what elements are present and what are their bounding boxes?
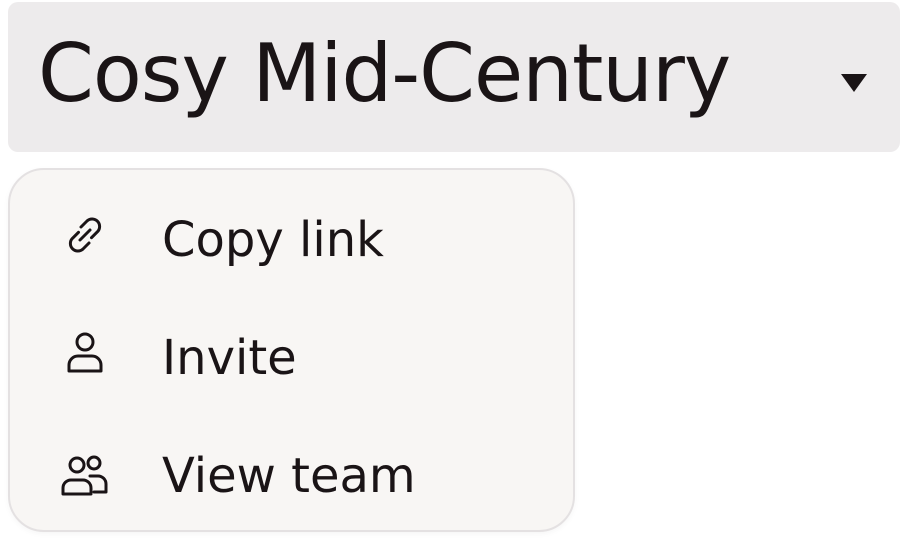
caret-down-icon bbox=[839, 72, 869, 94]
menu-item-label: Invite bbox=[162, 330, 297, 386]
menu-item-copy-link[interactable]: Copy link bbox=[10, 180, 573, 290]
board-selector[interactable]: Cosy Mid-Century bbox=[8, 2, 900, 152]
menu-item-invite[interactable]: Invite bbox=[10, 298, 573, 408]
menu-item-view-team[interactable]: View team bbox=[10, 420, 573, 530]
link-icon bbox=[60, 210, 110, 260]
user-icon bbox=[60, 328, 110, 378]
users-icon bbox=[60, 450, 110, 500]
board-title: Cosy Mid-Century bbox=[38, 27, 731, 120]
board-actions-menu: Copy link Invite View team bbox=[8, 168, 575, 532]
menu-item-label: View team bbox=[162, 448, 416, 504]
menu-item-label: Copy link bbox=[162, 212, 384, 268]
